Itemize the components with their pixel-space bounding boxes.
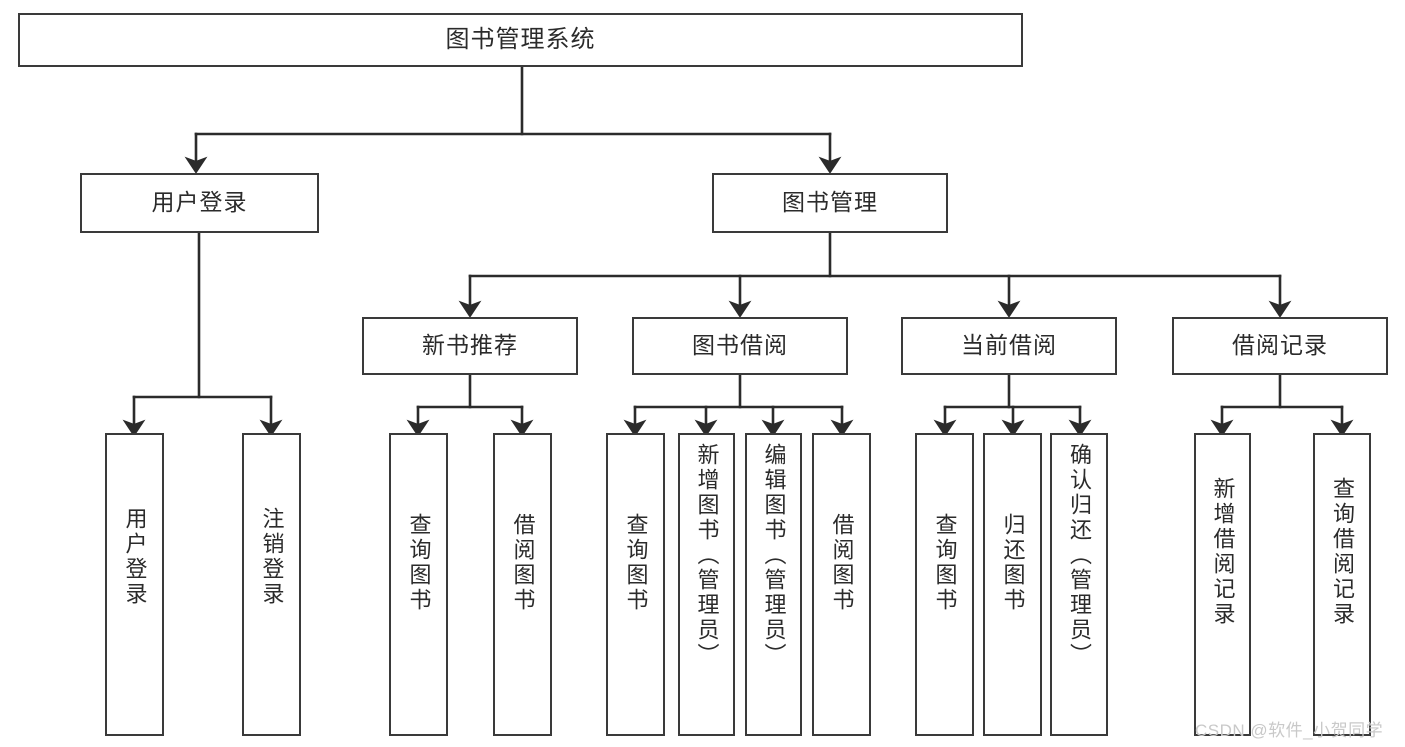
node-leaf-query-book-1[interactable]: 查询图书 — [389, 433, 448, 736]
node-current-borrow-label: 当前借阅 — [961, 332, 1057, 359]
node-leaf-add-borrow-record-label: 新增借阅记录 — [1210, 477, 1236, 627]
node-leaf-query-book-2[interactable]: 查询图书 — [606, 433, 665, 736]
node-user-login-label: 用户登录 — [151, 189, 248, 216]
node-user-login[interactable]: 用户登录 — [80, 173, 319, 233]
node-leaf-borrow-book-2-label: 借阅图书 — [829, 513, 855, 613]
node-borrow-record-label: 借阅记录 — [1232, 332, 1328, 359]
node-root[interactable]: 图书管理系统 — [18, 13, 1023, 67]
node-leaf-user-login[interactable]: 用户登录 — [105, 433, 164, 736]
node-current-borrow[interactable]: 当前借阅 — [901, 317, 1117, 375]
node-book-management-label: 图书管理 — [782, 189, 878, 216]
csdn-watermark: CSDN @软件_小贺同学 — [1195, 721, 1384, 740]
node-leaf-query-borrow-record[interactable]: 查询借阅记录 — [1313, 433, 1371, 736]
node-borrow-record[interactable]: 借阅记录 — [1172, 317, 1388, 375]
node-leaf-edit-book-admin[interactable]: 编辑图书（管理员） — [745, 433, 802, 736]
node-leaf-borrow-book-1[interactable]: 借阅图书 — [493, 433, 552, 736]
node-leaf-add-book-admin[interactable]: 新增图书（管理员） — [678, 433, 735, 736]
node-leaf-edit-book-admin-label: 编辑图书（管理员） — [761, 443, 787, 668]
node-book-borrow-label: 图书借阅 — [692, 332, 788, 359]
node-leaf-return-book-label: 归还图书 — [1000, 513, 1026, 613]
node-book-management[interactable]: 图书管理 — [712, 173, 948, 233]
node-leaf-confirm-return-admin[interactable]: 确认归还（管理员） — [1050, 433, 1108, 736]
node-leaf-query-book-3-label: 查询图书 — [932, 513, 958, 613]
node-book-borrow[interactable]: 图书借阅 — [632, 317, 848, 375]
node-leaf-user-login-label: 用户登录 — [122, 507, 148, 607]
node-leaf-borrow-book-2[interactable]: 借阅图书 — [812, 433, 871, 736]
node-leaf-logout-login-label: 注销登录 — [259, 507, 285, 607]
node-leaf-query-book-3[interactable]: 查询图书 — [915, 433, 974, 736]
node-leaf-add-borrow-record[interactable]: 新增借阅记录 — [1194, 433, 1251, 736]
node-new-book-recommend[interactable]: 新书推荐 — [362, 317, 578, 375]
node-leaf-confirm-return-admin-label: 确认归还（管理员） — [1067, 443, 1092, 668]
node-leaf-borrow-book-1-label: 借阅图书 — [510, 513, 536, 613]
node-leaf-return-book[interactable]: 归还图书 — [983, 433, 1042, 736]
node-root-label: 图书管理系统 — [445, 25, 596, 53]
node-new-book-recommend-label: 新书推荐 — [422, 332, 518, 359]
node-leaf-query-borrow-record-label: 查询借阅记录 — [1330, 477, 1355, 627]
node-leaf-logout-login[interactable]: 注销登录 — [242, 433, 301, 736]
node-leaf-query-book-2-label: 查询图书 — [623, 513, 649, 613]
node-leaf-add-book-admin-label: 新增图书（管理员） — [694, 443, 720, 668]
node-leaf-query-book-1-label: 查询图书 — [406, 513, 432, 613]
